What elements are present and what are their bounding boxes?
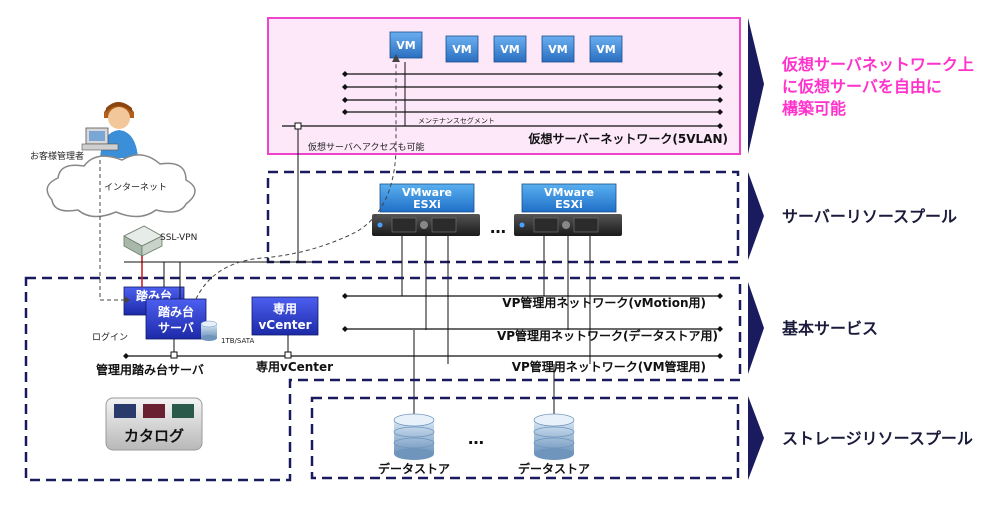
vm-access-path: [195, 62, 397, 300]
callout-line-1: 仮想サーバネットワーク上: [781, 55, 974, 74]
vm-group: VM VM VM VM VM: [389, 31, 623, 63]
vm-box[interactable]: VM: [389, 31, 423, 59]
catalog-thumb-1: [114, 404, 136, 418]
internet-cloud-icon: [46, 154, 196, 218]
storage-arrow: [748, 396, 764, 480]
storage-pool-zone: データストア … データストア: [310, 396, 740, 480]
host-network-links: [401, 236, 591, 420]
stepping-line1: 踏み台: [158, 304, 194, 319]
esxi-1-line2: ESXi: [413, 198, 441, 211]
esxi-2-line1: VMware: [544, 186, 594, 199]
callout-line-3: 構築可能: [782, 99, 846, 118]
vm-label: VM: [596, 43, 615, 56]
admin-label: お客様管理者: [30, 150, 84, 162]
vlan-line-endpoints: [342, 71, 723, 129]
virtual-network-title: 仮想サーバーネットワーク(5VLAN): [528, 131, 728, 146]
vm-label: VM: [452, 43, 471, 56]
login-path: [99, 160, 124, 301]
server-pool-box: [266, 170, 740, 264]
esxi-host-1[interactable]: VMware ESXi: [372, 183, 480, 236]
esxi-host-2[interactable]: VMware ESXi: [514, 183, 622, 236]
section-arrows: [748, 18, 764, 480]
catalog-label: カタログ: [124, 427, 184, 445]
vm-label: VM: [396, 39, 415, 52]
vm-label: VM: [500, 43, 519, 56]
customer-side: お客様管理者 インターネット SSL-VPN 仮想サーバへアクセスも可能: [30, 54, 424, 304]
net-datastore-label: VP管理用ネットワーク(データストア用): [497, 328, 718, 343]
virtual-server-zone: VM VM VM VM VM メンテナンスセグメント 仮想サーバーネットワーク(5VLA…: [267, 17, 741, 155]
datastore-2-label: データストア: [518, 461, 590, 476]
server-arrow: [748, 172, 764, 260]
basic-services-box: [24, 276, 742, 482]
ssl-vpn-device-icon: [123, 225, 163, 257]
server-pool-label: サーバーリソースプール: [782, 207, 957, 226]
vcenter-line1: 専用: [273, 301, 297, 316]
datastore-1-label: データストア: [378, 461, 450, 476]
vm-box[interactable]: VM: [589, 35, 623, 63]
maintenance-segment-label: メンテナンスセグメント: [418, 116, 495, 125]
basic-arrow: [748, 282, 764, 374]
disk-icon: [200, 320, 218, 341]
disk-label: 1TB/SATA: [221, 337, 254, 345]
esxi-2-line2: ESXi: [555, 198, 583, 211]
vm-box[interactable]: VM: [493, 35, 527, 63]
vcenter-caption: 専用vCenter: [256, 359, 333, 374]
catalog-thumb-2: [143, 404, 165, 418]
basic-services-label: 基本サービス: [781, 319, 878, 338]
vm-access-note: 仮想サーバへアクセスも可能: [308, 141, 424, 153]
admin-person-icon: [81, 102, 138, 158]
storage-pool-box: [310, 396, 740, 480]
net-vm-label: VP管理用ネットワーク(VM管理用): [512, 359, 706, 374]
stepping-server[interactable]: 踏み台 サーバ: [145, 298, 207, 340]
datastore-2[interactable]: [533, 413, 575, 460]
ssl-vpn-label: SSL-VPN: [160, 233, 197, 243]
server-ellipsis: …: [490, 218, 506, 237]
datastore-1[interactable]: [393, 413, 435, 460]
login-label: ログイン: [92, 331, 128, 343]
storage-ellipsis: …: [468, 429, 484, 448]
server-pool-zone: VMware ESXi … VMware ESXi: [266, 170, 740, 264]
management-networks: [126, 295, 720, 357]
catalog-thumb-3: [172, 404, 194, 418]
esxi-1-line1: VMware: [402, 186, 452, 199]
vm-box[interactable]: VM: [445, 35, 479, 63]
vcenter-line2: vCenter: [258, 318, 311, 332]
virtual-arrow: [748, 18, 764, 154]
callout-line-2: に仮想サーバを自由に: [782, 77, 942, 96]
vm-label: VM: [548, 43, 567, 56]
basic-services-zone: VP管理用ネットワーク(vMotion用) VP管理用ネットワーク(データストア…: [24, 276, 742, 482]
vcenter-server[interactable]: 専用 vCenter: [251, 296, 319, 336]
net-vmotion-label: VP管理用ネットワーク(vMotion用): [502, 295, 706, 310]
vm-box[interactable]: VM: [541, 35, 575, 63]
catalog-panel[interactable]: カタログ: [105, 397, 203, 451]
stepping-caption: 管理用踏み台サーバ: [96, 362, 204, 377]
management-net-endpoints: [123, 293, 723, 359]
stepping-line2: サーバ: [158, 321, 194, 335]
internet-label: インターネット: [104, 182, 167, 193]
storage-pool-label: ストレージリソースプール: [782, 429, 973, 448]
vlan-lines: [282, 73, 720, 127]
